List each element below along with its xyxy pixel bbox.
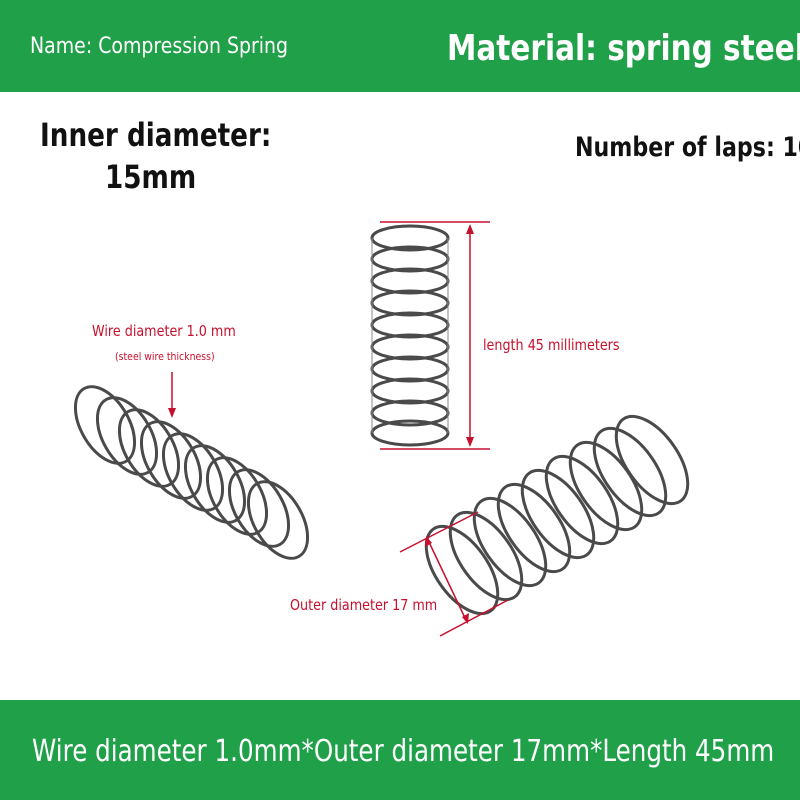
wire-thickness-note: (steel wire thickness) [115,350,215,363]
wire-diameter-arrow [168,372,176,418]
inner-diameter-title: Inner diameter: [40,116,272,154]
product-name: Name: Compression Spring [30,34,289,59]
length-dimension [380,221,490,450]
inner-diameter-value: 15mm [105,158,197,196]
spring-left [73,385,310,560]
material-label: Material: spring steel [447,28,800,69]
wire-diameter-annotation: Wire diameter 1.0 mm [92,322,236,340]
outer-diameter-annotation: Outer diameter 17 mm [290,596,438,614]
spring-right [424,414,690,616]
header-bar: Name: Compression Spring Material: sprin… [0,0,800,92]
number-of-laps: Number of laps: 10 [575,132,800,163]
outer-diameter-dimension [399,511,509,637]
spring-vertical [370,224,450,447]
length-annotation: length 45 millimeters [483,336,620,354]
spec-summary: Wire diameter 1.0mm*Outer diameter 17mm*… [32,734,775,769]
footer-bar [0,700,800,800]
